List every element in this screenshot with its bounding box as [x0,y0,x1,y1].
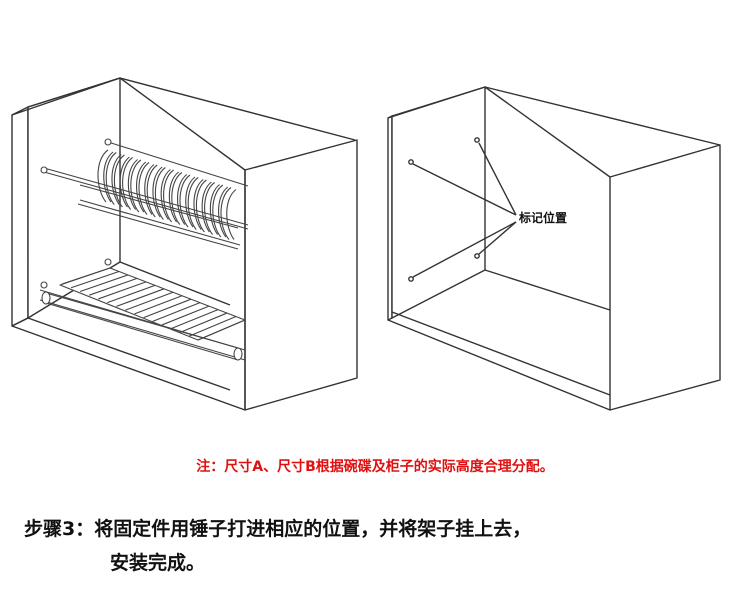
step-line-1: 步骤3：将固定件用锤子打进相应的位置，并将架子挂上去， [24,518,532,540]
rack-slat [79,274,129,292]
mark-position-label: 标记位置 [518,210,567,225]
plate-slot [187,177,204,230]
dimension-note: 注：尺寸A、尺寸B根据碗碟及柜子的实际高度合理分配。 [196,459,554,475]
rack-slat [143,298,192,319]
plate-slot [105,152,122,205]
rack-slat [125,291,174,311]
plate-slot [220,187,237,240]
rack-slat [161,305,210,326]
plate-slot [154,167,171,220]
rack-slat [61,267,111,285]
plate-slot [179,174,196,228]
rack-slat [98,281,147,300]
plate-slot [97,149,114,203]
rack-slat [70,270,120,289]
rack-slat [116,288,165,307]
plate-slot [212,184,229,238]
plate-slot [163,169,179,223]
drip-tray-rack [39,258,246,361]
rack-slat [197,319,246,341]
plate-slot [204,182,220,235]
rack-slat [152,302,201,322]
left-cabinet [11,77,358,411]
marking-dots [408,137,517,282]
step-3-instruction: 步骤3：将固定件用锤子打进相应的位置，并将架子挂上去， 安装完成。 [24,512,744,580]
step-line-2: 安装完成。 [110,552,206,574]
installation-diagram: 标记位置 [11,77,721,411]
right-cabinet [387,86,721,411]
plate-slot [146,164,163,218]
rack-slat [89,277,138,296]
plate-slot [130,159,147,213]
rack-slat [134,295,183,315]
rack-slat [170,309,219,330]
dish-rack-upper [40,138,249,250]
rack-slat [107,284,156,304]
rack-slat [179,312,228,334]
plate-slot [138,162,155,215]
plate-slot [122,157,138,210]
rack-slat [188,316,237,337]
plate-slot [195,179,212,233]
plate-slot [113,154,130,208]
plate-slot [171,172,188,225]
